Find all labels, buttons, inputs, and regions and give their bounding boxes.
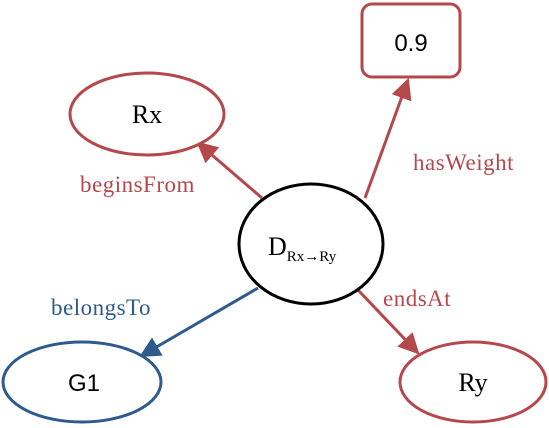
node-g1-label: G1: [68, 370, 100, 397]
node-center-main: D: [268, 232, 287, 261]
node-center-subscript: Rx→Ry: [287, 249, 337, 265]
node-ry-label: Ry: [458, 368, 487, 397]
node-rx-label: Rx: [132, 100, 162, 129]
node-ry: [398, 340, 548, 424]
node-rx: [68, 71, 226, 157]
edge-ends-at: [356, 288, 420, 355]
edge-label-has-weight: hasWeight: [413, 150, 514, 175]
node-center-label: DRx→Ry: [268, 232, 337, 265]
edge-belongs-to: [139, 286, 259, 358]
edge-has-weight: [363, 78, 412, 199]
edge-label-ends-at: endsAt: [383, 286, 451, 311]
edge-label-belongs-to: belongsTo: [51, 295, 151, 320]
edge-label-begins-from: beginsFrom: [80, 172, 195, 197]
node-center: [237, 182, 385, 306]
node-weight-label: 0.9: [394, 30, 427, 57]
edge-begins-from: [196, 141, 263, 200]
node-weight: [360, 2, 462, 79]
node-g1: [1, 340, 163, 424]
